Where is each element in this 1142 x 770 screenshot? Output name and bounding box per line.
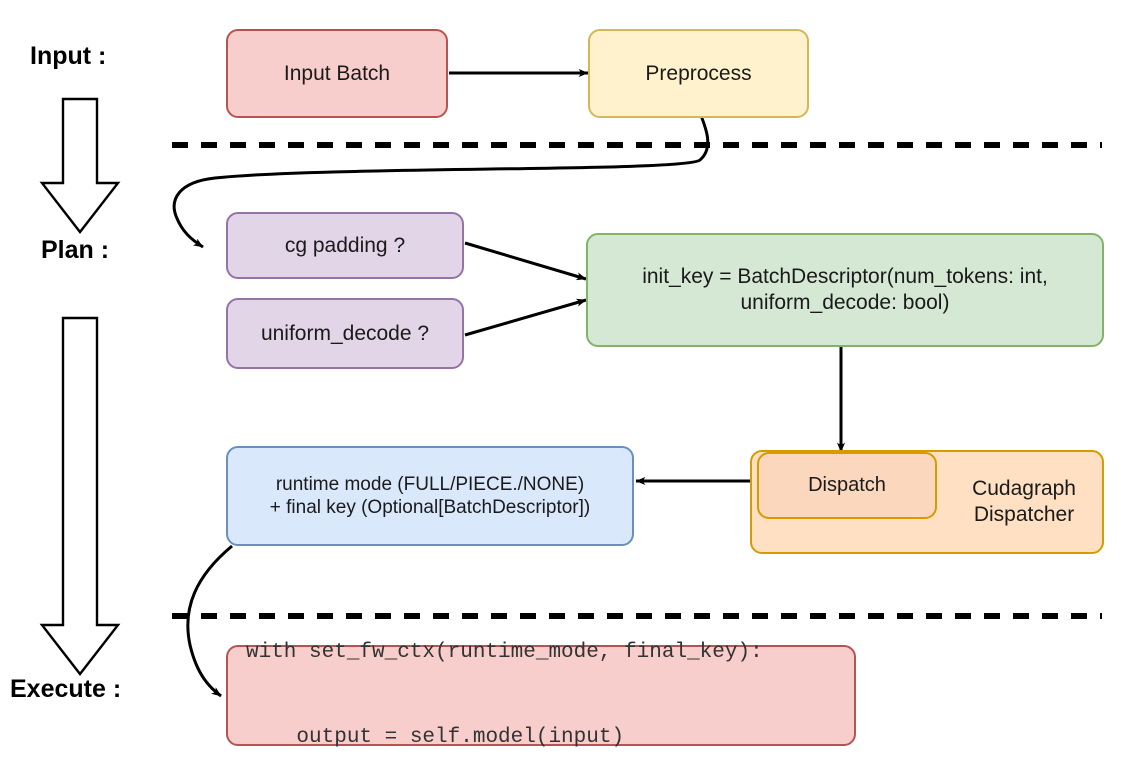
uniform-decode-to-init-key-arrow: [464, 298, 587, 337]
node-input-batch-label: Input Batch: [283, 61, 391, 85]
node-preprocess-label: Preprocess: [645, 61, 752, 85]
cg-padding-to-init-key-arrow: [464, 241, 587, 281]
stage-label-plan: Plan :: [41, 236, 110, 264]
node-init-key[interactable]: init_key = BatchDescriptor(num_tokens: i…: [586, 233, 1104, 347]
node-init-key-line2: uniform_decode: bool): [740, 291, 950, 314]
node-execute-code-line1: with set_fw_ctx(runtime_mode, final_key)…: [246, 640, 763, 664]
node-uniform-decode-label: uniform_decode ?: [260, 321, 430, 345]
node-runtime-mode-line2: + final key (Optional[BatchDescriptor]): [269, 497, 591, 518]
input-to-plan-big-arrow: [39, 97, 121, 234]
node-init-key-line1: init_key = BatchDescriptor(num_tokens: i…: [642, 265, 1048, 289]
node-cg-padding[interactable]: cg padding ?: [226, 212, 464, 279]
node-execute-code[interactable]: with set_fw_ctx(runtime_mode, final_key)…: [226, 641, 856, 749]
node-dispatch-label: Dispatch: [808, 474, 886, 497]
preprocess-to-cg-padding-arrow: [172, 112, 710, 249]
node-uniform-decode[interactable]: uniform_decode ?: [226, 298, 464, 369]
node-preprocess[interactable]: Preprocess: [588, 29, 809, 118]
node-cg-padding-label: cg padding ?: [284, 233, 406, 257]
node-cudagraph-dispatcher-line2: Dispatcher: [973, 503, 1075, 526]
plan-to-execute-big-arrow: [39, 316, 121, 676]
node-dispatch[interactable]: Dispatch: [757, 452, 937, 519]
node-runtime-mode-line1: runtime mode (FULL/PIECE./NONE): [275, 473, 585, 495]
node-runtime-mode[interactable]: runtime mode (FULL/PIECE./NONE) + final …: [226, 446, 634, 546]
runtime-mode-to-execute-code-arrow: [186, 544, 233, 698]
stage-label-execute: Execute :: [10, 675, 122, 703]
node-input-batch[interactable]: Input Batch: [226, 29, 448, 118]
node-cudagraph-dispatcher-line1: Cudagraph: [972, 477, 1076, 501]
node-execute-code-line2: output = self.model(input): [246, 725, 625, 749]
stage-label-input: Input :: [30, 42, 107, 70]
